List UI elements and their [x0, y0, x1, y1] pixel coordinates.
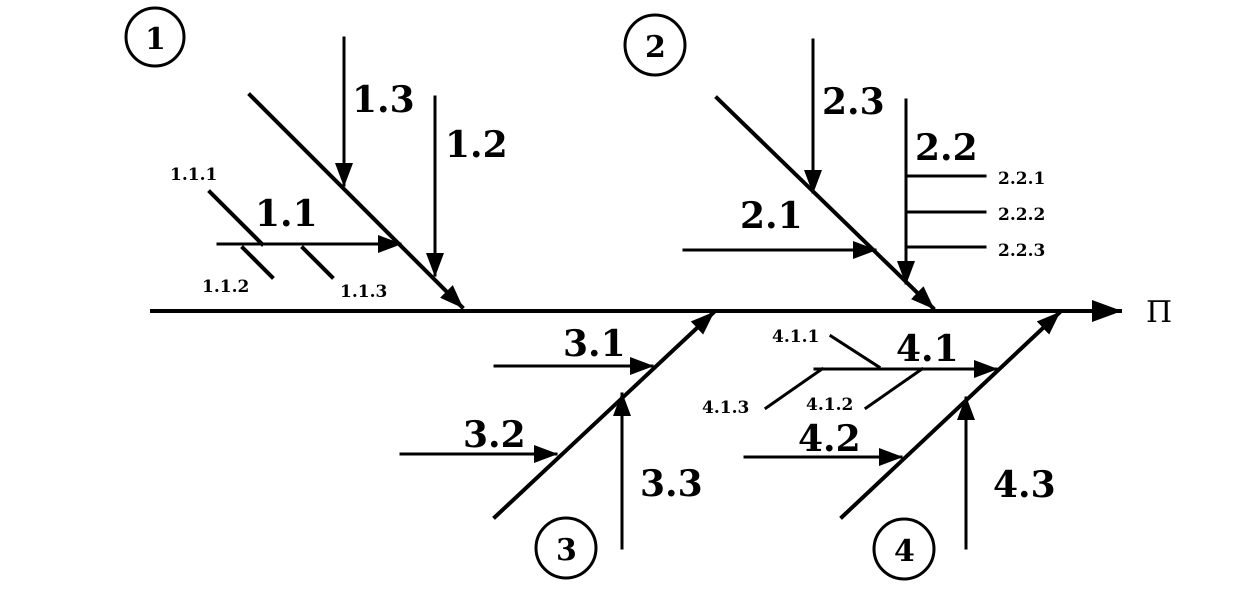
- cause-4-1-3-line: [763, 366, 825, 411]
- cause-4-1-1-label: 4.1.1: [772, 327, 819, 347]
- cause-3-3-label: 3.3: [640, 463, 703, 505]
- cause-4-1-2-label: 4.1.2: [806, 395, 853, 415]
- group-1-number: 1: [145, 22, 166, 57]
- group-2-circle: [623, 13, 687, 77]
- cause-4-3-label: 4.3: [993, 464, 1056, 506]
- branch-3-bone: [492, 310, 716, 520]
- cause-1-1-label: 1.1: [255, 193, 318, 235]
- cause-4-1-1-line: [828, 333, 882, 370]
- cause-2-2-3-label: 2.2.3: [998, 241, 1045, 261]
- cause-1-1-1-label: 1.1.1: [170, 165, 217, 185]
- cause-2-3-label: 2.3: [822, 81, 885, 123]
- group-1-circle: [124, 6, 186, 68]
- cause-2-2-1-label: 2.2.1: [998, 169, 1045, 189]
- cause-2-2-2-label: 2.2.2: [998, 205, 1045, 225]
- cause-2-2-label: 2.2: [915, 127, 978, 169]
- cause-4-1-3-label: 4.1.3: [702, 398, 749, 418]
- cause-2-1-label: 2.1: [740, 195, 803, 237]
- cause-1-2-label: 1.2: [445, 124, 508, 166]
- group-3-circle: [534, 516, 598, 580]
- cause-1-1-2-line: [240, 245, 275, 280]
- cause-1-1-1-line: [207, 189, 265, 247]
- cause-4-1-label: 4.1: [896, 328, 959, 370]
- group-4-circle: [872, 517, 936, 581]
- cause-3-1-label: 3.1: [563, 323, 626, 365]
- cause-1-1-3-label: 1.1.3: [340, 282, 387, 302]
- cause-4-1-2-line: [863, 366, 925, 411]
- cause-4-2-label: 4.2: [798, 418, 861, 460]
- cause-1-1-3-line: [300, 245, 335, 280]
- group-3-number: 3: [556, 533, 577, 568]
- group-4-number: 4: [894, 534, 915, 569]
- cause-1-3-label: 1.3: [352, 79, 415, 121]
- cause-1-1-2-label: 1.1.2: [202, 277, 249, 297]
- result-label: П: [1146, 295, 1172, 330]
- cause-3-2-label: 3.2: [463, 414, 526, 456]
- group-2-number: 2: [645, 30, 666, 65]
- branch-4-bone: [839, 310, 1062, 520]
